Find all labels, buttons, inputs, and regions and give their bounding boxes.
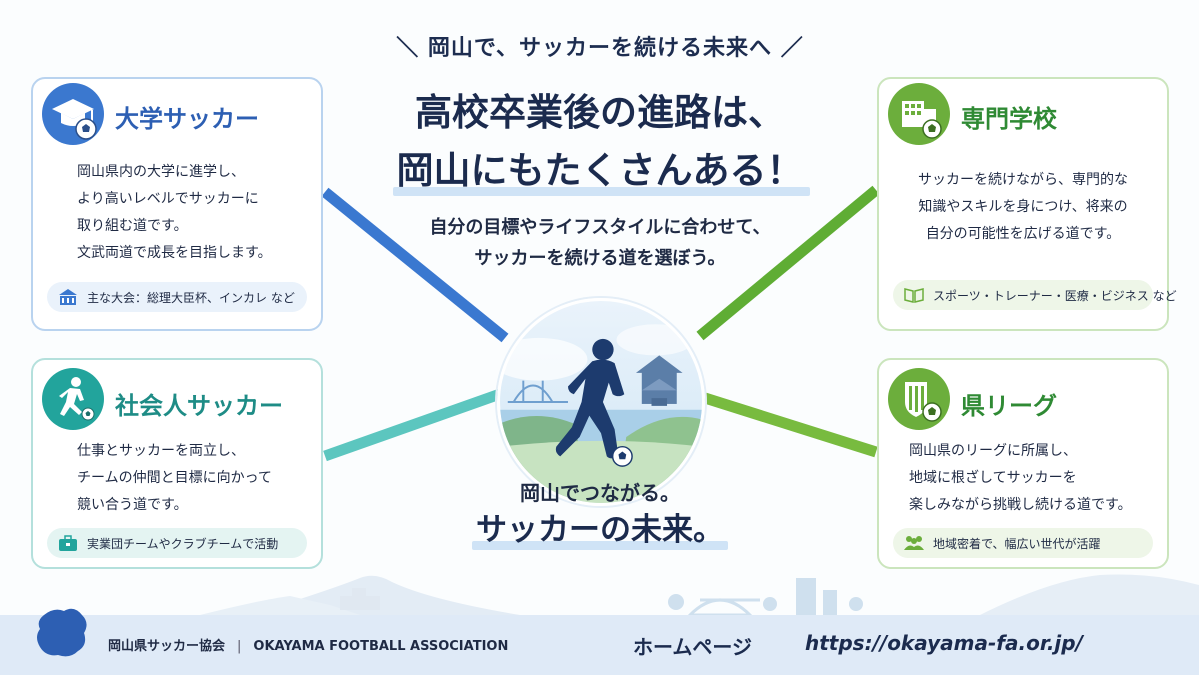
headline-line1: 高校卒業後の進路は、 [415, 91, 785, 134]
card-body-line: より高いレベルでサッカーに [77, 191, 259, 207]
card-body-line: 岡山県のリーグに所属し、 [909, 443, 1077, 459]
card-vocational-school: 専門学校 サッカーを続けながら、専門的な 知識やスキルを身につけ、将来の 自分の… [877, 77, 1177, 331]
card-tag-text: 地域密着で、幅広い世代が活躍 [933, 536, 1101, 551]
card-body-line: 楽しみながら挑戦し続ける道です。 [909, 497, 1132, 513]
headline: 高校卒業後の進路は、 岡山にもたくさんある！ [340, 84, 860, 200]
card-prefectural-league: 県リーグ 岡山県のリーグに所属し、 地域に根ざしてサッカーを 楽しみながら挑戦し… [877, 358, 1169, 569]
card-body: サッカーを続けながら、専門的な 知識やスキルを身につけ、将来の 自分の可能性を広… [879, 167, 1167, 248]
shield-ball-icon [888, 368, 950, 430]
card-body-line: 文武両道で成長を目指します。 [77, 245, 272, 261]
card-body-line: 取り組む道です。 [77, 218, 188, 234]
card-university-soccer: 大学サッカー 岡山県内の大学に進学し、 より高いレベルでサッカーに 取り組む道で… [31, 77, 323, 331]
card-body: 仕事とサッカーを両立し、 チームの仲間と目標に向かって 競い合う道です。 [33, 438, 321, 519]
card-adult-soccer: 社会人サッカー 仕事とサッカーを両立し、 チームの仲間と目標に向かって 競い合う… [31, 358, 323, 569]
soccer-ball-icon [611, 445, 633, 467]
briefcase-icon [57, 534, 79, 552]
subcopy-line1: 自分の目標やライフスタイルに合わせて、 [429, 217, 771, 238]
card-body-line: 自分の可能性を広げる道です。 [925, 226, 1121, 242]
card-title: 県リーグ [961, 392, 1057, 420]
card-title: 専門学校 [961, 105, 1057, 133]
tagline: ＼ 岡山で、サッカーを続ける未来へ ／ [396, 36, 804, 61]
card-body-line: 仕事とサッカーを両立し、 [77, 443, 245, 459]
organization-name-ja: 岡山県サッカー協会 [108, 639, 226, 654]
card-title: 社会人サッカー [115, 392, 283, 420]
card-body-line: 地域に根ざしてサッカーを [909, 470, 1077, 486]
slogan-line2: サッカーの未来。 [472, 508, 728, 552]
card-tag: 主な大会：総理大臣杯、インカレ など [47, 282, 307, 312]
card-body-line: 競い合う道です。 [77, 497, 188, 513]
running-player-icon [42, 368, 104, 430]
card-body-line: チームの仲間と目標に向かって [77, 470, 272, 486]
organization-name: 岡山県サッカー協会 | OKAYAMA FOOTBALL ASSOCIATION [108, 635, 508, 654]
card-body-line: サッカーを続けながら、専門的な [918, 172, 1128, 188]
card-tag-text: スポーツ・トレーナー・医療・ビジネス など [933, 288, 1177, 303]
card-tag-text: 実業団チームやクラブチームで活動 [87, 536, 279, 551]
organization-name-en: OKAYAMA FOOTBALL ASSOCIATION [253, 639, 509, 654]
subcopy-line2: サッカーを続ける道を選ぼう。 [474, 248, 726, 269]
card-body: 岡山県のリーグに所属し、 地域に根ざしてサッカーを 楽しみながら挑戦し続ける道で… [879, 438, 1167, 519]
school-building-ball-icon [888, 83, 950, 145]
hero-illustration [497, 298, 705, 506]
university-building-icon [57, 288, 79, 306]
homepage-label: ホームページ [633, 635, 752, 659]
headline-line2: 岡山にもたくさんある！ [392, 142, 810, 200]
homepage-url-link[interactable]: https://okayama-fa.or.jp/ [805, 631, 1083, 655]
card-title: 大学サッカー [115, 105, 259, 133]
card-tag: 実業団チームやクラブチームで活動 [47, 528, 307, 558]
soccer-player-illustration [500, 324, 702, 503]
slogan: 岡山でつながる。 サッカーの未来。 [420, 478, 780, 552]
footer: 岡山県サッカー協会 | OKAYAMA FOOTBALL ASSOCIATION ホ… [0, 608, 1199, 675]
card-body-line: 岡山県内の大学に進学し、 [77, 164, 245, 180]
subcopy: 自分の目標やライフスタイルに合わせて、 サッカーを続ける道を選ぼう。 [360, 212, 840, 274]
separator: | [237, 639, 242, 654]
card-tag: スポーツ・トレーナー・医療・ビジネス など [893, 280, 1177, 310]
slogan-line1: 岡山でつながる。 [520, 481, 680, 505]
card-tag-text: 主な大会：総理大臣杯、インカレ など [87, 290, 295, 305]
open-book-icon [903, 286, 925, 304]
card-body-line: 知識やスキルを身につけ、将来の [918, 199, 1128, 215]
graduation-cap-ball-icon [42, 83, 104, 145]
okayama-map-icon [37, 608, 87, 657]
people-group-icon [903, 534, 925, 552]
card-tag: 地域密着で、幅広い世代が活躍 [893, 528, 1153, 558]
card-body: 岡山県内の大学に進学し、 より高いレベルでサッカーに 取り組む道です。 文武両道… [33, 159, 321, 267]
